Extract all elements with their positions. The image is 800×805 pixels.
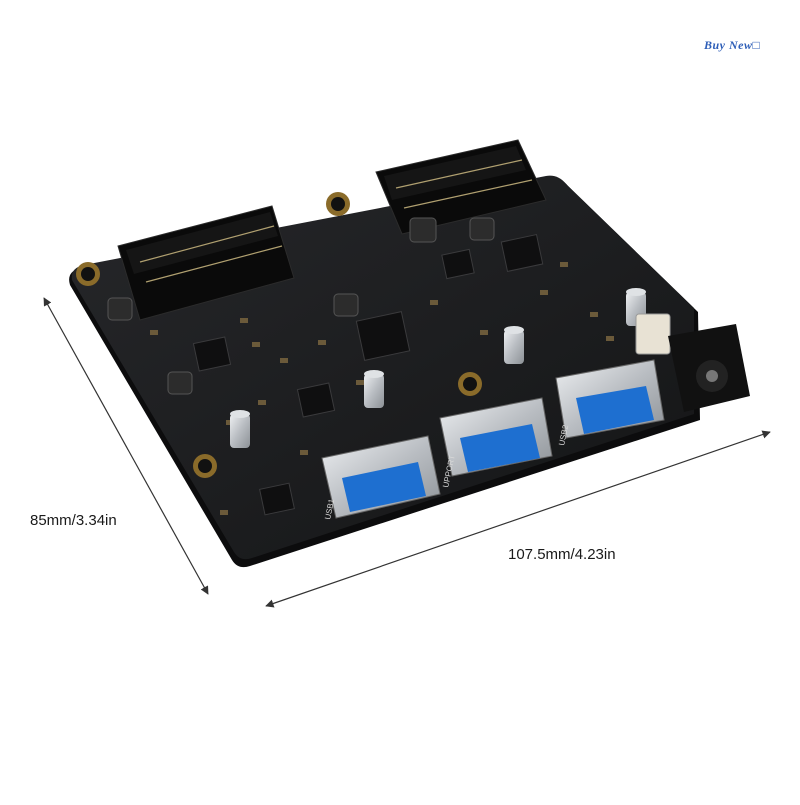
width-dimension-label: 107.5mm/4.23in [508,546,616,563]
mini-pcie-slot-right [375,139,547,235]
dc-barrel-jack [668,324,750,412]
usb-port-upport [439,397,553,477]
width-dimension-arrow [265,430,771,608]
silkscreen-usb2: USB2 [557,424,570,447]
chips [192,233,544,516]
watermark-text: Buy New□ [704,38,761,52]
height-dimension-label: 85mm/3.34in [30,512,117,529]
brass-standoffs [230,288,646,448]
silkscreen-usb1: USB1 [323,498,336,521]
mounting-holes [76,192,482,478]
height-dimension-arrow [43,297,209,595]
jst-connector [635,313,671,355]
mini-pcie-slot-left [117,205,295,321]
usb-port-2 [555,359,665,439]
inductors [107,217,495,395]
usb-port-1 [321,435,441,519]
